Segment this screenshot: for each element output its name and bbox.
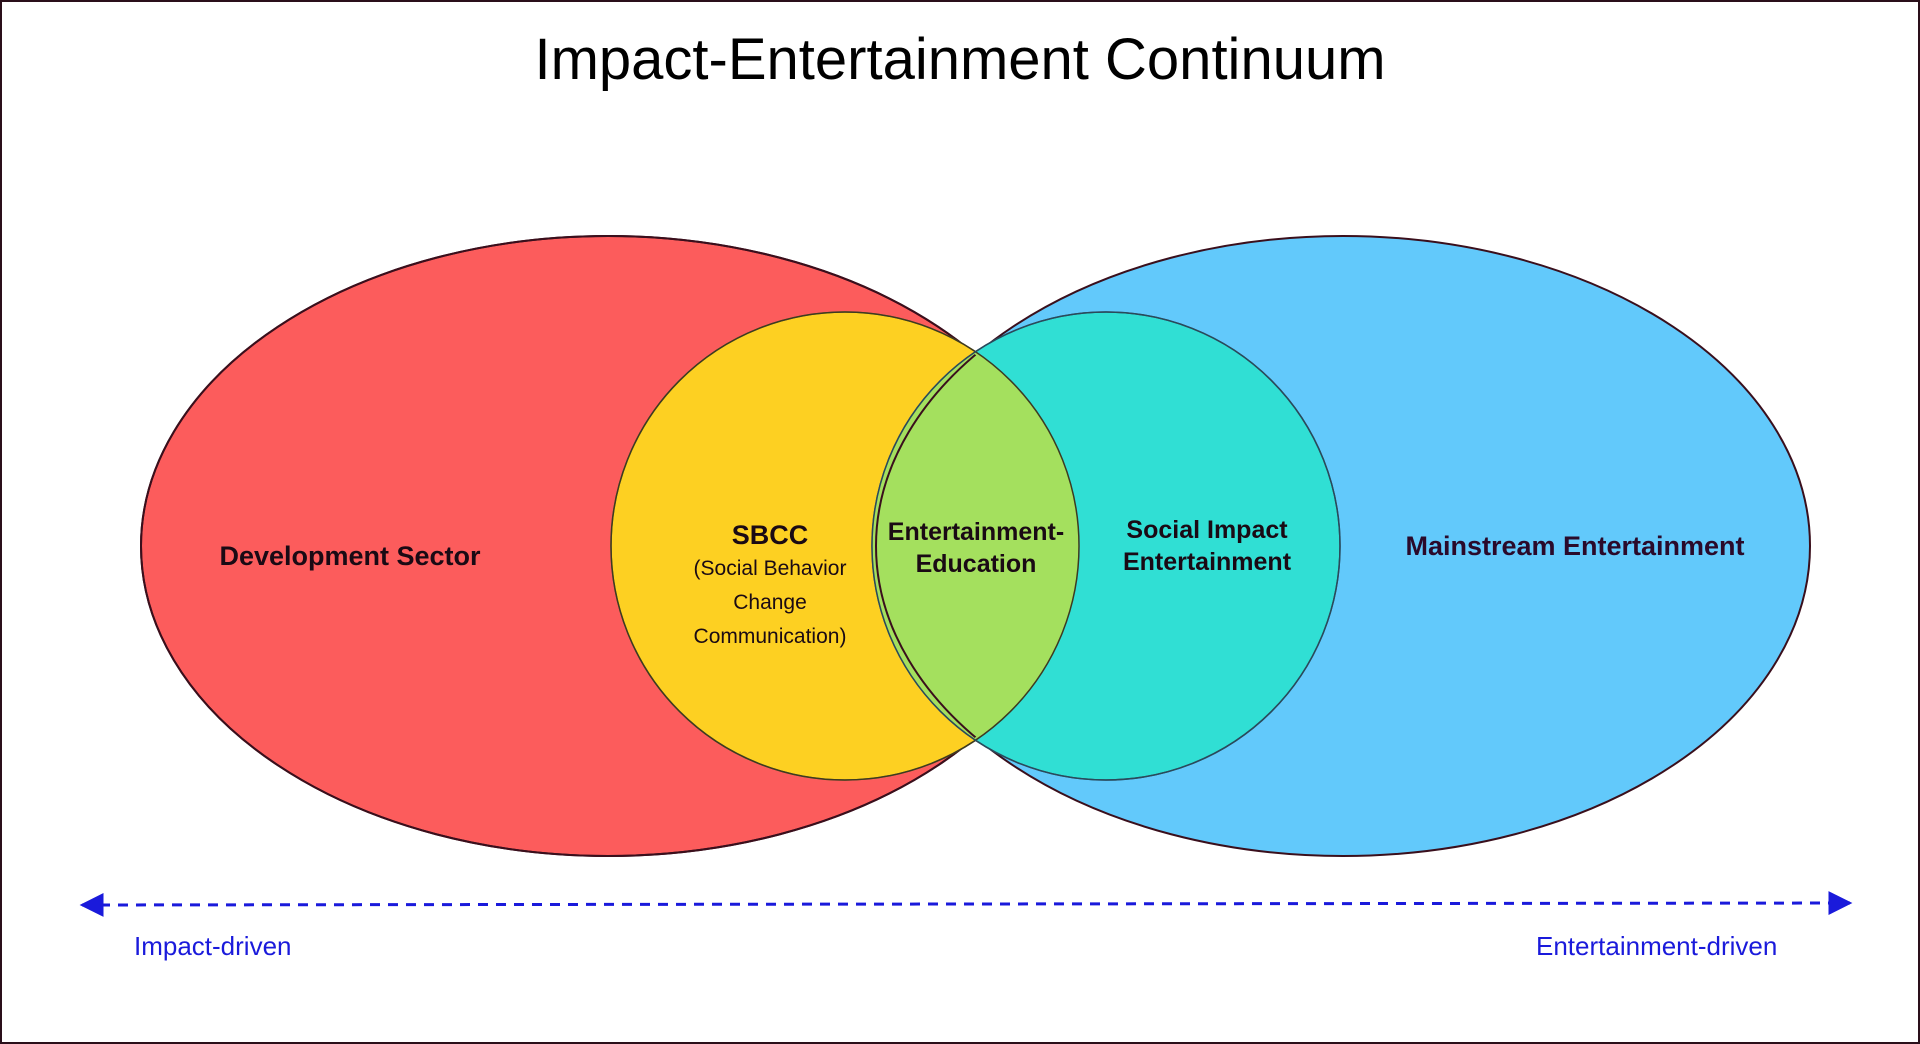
impact-entertainment-axis-arrow — [79, 891, 1853, 917]
impact-driven-label: Impact-driven — [134, 931, 292, 961]
sbcc-subtitle-line1: (Social Behavior — [693, 557, 847, 580]
development-sector-label: Development Sector — [219, 541, 481, 571]
entertainment-education-label: Entertainment- Education — [866, 516, 1086, 580]
social-impact-entertainment-label: Social Impact Entertainment — [1097, 514, 1317, 578]
entertainment-education-line1: Entertainment- — [887, 518, 1065, 546]
social-impact-entertainment-line2: Entertainment — [1122, 548, 1292, 576]
entertainment-driven-label: Entertainment-driven — [1536, 931, 1778, 961]
sbcc-label: SBCC — [731, 520, 809, 550]
entertainment-education-region — [872, 312, 1079, 780]
mainstream-entertainment-label: Mainstream Entertainment — [1405, 531, 1745, 561]
mainstream-entertainment-outline — [875, 236, 1075, 856]
sbcc-circle-outline — [610, 311, 1080, 781]
entertainment-education-line2: Education — [915, 550, 1037, 578]
social-impact-circle-outline — [871, 311, 1341, 781]
diagram-title: Impact-Entertainment Continuum — [534, 27, 1386, 92]
sbcc-label-group: SBCC (Social Behavior Change Communicati… — [640, 518, 900, 654]
social-impact-entertainment-line1: Social Impact — [1126, 516, 1288, 544]
entertainment-education-lens — [872, 312, 1079, 780]
sbcc-subtitle-line2: Change — [733, 591, 807, 614]
sbcc-subtitle-line3: Communication) — [693, 625, 847, 648]
